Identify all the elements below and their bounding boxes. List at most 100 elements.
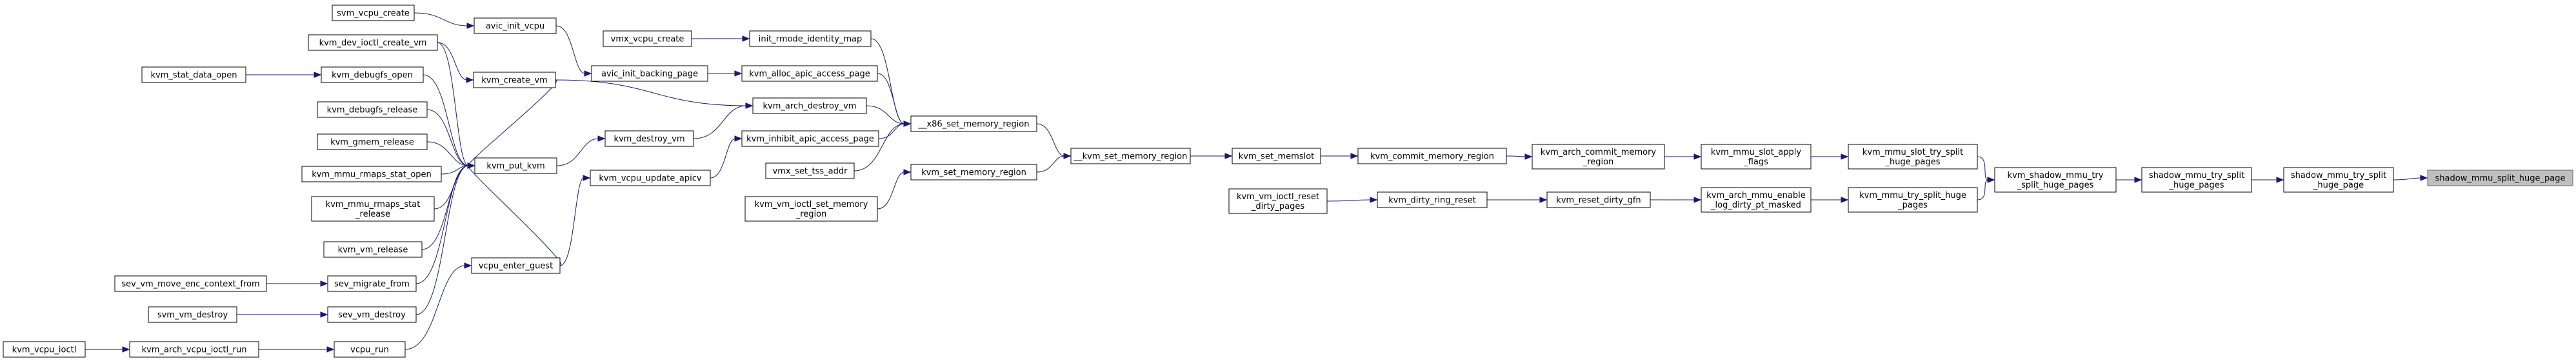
- node-kvm-gmem-release[interactable]: kvm_gmem_release: [317, 133, 428, 150]
- node-label: svm_vcpu_create: [337, 9, 410, 19]
- node-box: [910, 115, 1037, 132]
- node-kvm-stat-data-open[interactable]: kvm_stat_data_open: [141, 66, 246, 83]
- node-box: [474, 157, 557, 174]
- node-kvm-debugfs-release[interactable]: kvm_debugfs_release: [317, 101, 428, 118]
- node-box: [317, 133, 428, 150]
- edge-shadow-mmu-try-split-huge-pages-to-shadow-mmu-try-split-huge-page: [2252, 177, 2284, 183]
- node-shadow-mmu-try-split-huge-pages[interactable]: shadow_mmu_try_split_huge_pages: [2141, 167, 2252, 193]
- node-init-rmode-identity-map[interactable]: init_rmode_identity_map: [749, 30, 872, 47]
- node-kvm-mmu-try-split-huge-pages[interactable]: kvm_mmu_try_split_huge_pages: [1848, 187, 1978, 213]
- node-label: kvm_mmu_rmaps_stat_open: [312, 170, 432, 180]
- node-kvm-debugfs-open[interactable]: kvm_debugfs_open: [321, 66, 424, 83]
- node-label: __x86_set_memory_region: [917, 120, 1029, 130]
- node-label: avic_init_vcpu: [486, 22, 544, 32]
- node-sev-vm-move-enc-context-from[interactable]: sev_vm_move_enc_context_from: [114, 275, 267, 292]
- node-kvm-arch-destroy-vm[interactable]: kvm_arch_destroy_vm: [752, 97, 867, 114]
- node-box: [590, 170, 711, 186]
- node-label: vcpu_run: [350, 346, 389, 355]
- node-box: [334, 341, 406, 358]
- node-kvm-put-kvm[interactable]: kvm_put_kvm: [474, 157, 557, 174]
- node-box: [765, 162, 855, 179]
- node-kvm-vcpu-ioctl[interactable]: kvm_vcpu_ioctl: [3, 341, 86, 358]
- node-box: [1994, 167, 2117, 193]
- node-svm-vm-destroy[interactable]: svm_vm_destroy: [148, 306, 237, 323]
- node-kvm-alloc-apic-access-page[interactable]: kvm_alloc_apic_access_page: [741, 65, 878, 82]
- node-box: [473, 72, 556, 88]
- edge-kvm-vm-ioctl-set-memory-region-to-kvm-set-memory-region: [877, 169, 912, 210]
- node-sev-vm-destroy[interactable]: sev_vm_destroy: [327, 306, 417, 323]
- node-vcpu-run[interactable]: vcpu_run: [334, 341, 406, 358]
- node-svm-vcpu-create[interactable]: svm_vcpu_create: [332, 5, 415, 21]
- node-kvm-arch-commit-memory-region[interactable]: kvm_arch_commit_memory_region: [1532, 144, 1665, 170]
- node-kvm-create-vm[interactable]: kvm_create_vm: [473, 72, 556, 88]
- node-kvm-arch-vcpu-ioctl-run[interactable]: kvm_arch_vcpu_ioctl_run: [129, 341, 259, 358]
- node-label: kvm_dirty_ring_reset: [1388, 196, 1476, 206]
- node-box: [603, 30, 692, 47]
- node-avic-init-backing-page[interactable]: avic_init_backing_page: [591, 65, 708, 82]
- node-vmx-vcpu-create[interactable]: vmx_vcpu_create: [603, 30, 692, 47]
- node-avic-init-vcpu[interactable]: avic_init_vcpu: [474, 17, 557, 34]
- node-label: kvm_arch_commit_memory: [1541, 148, 1657, 157]
- node-kvm-reset-dirty-gfn[interactable]: kvm_reset_dirty_gfn: [1546, 191, 1651, 208]
- node-label: kvm_arch_vcpu_ioctl_run: [142, 346, 247, 355]
- node-vcpu-enter-guest[interactable]: vcpu_enter_guest: [471, 257, 561, 274]
- node-box: [749, 30, 872, 47]
- edge-vcpu-enter-guest-to-kvm-put-kvm: [467, 162, 562, 266]
- node-kvm-set-memslot[interactable]: kvm_set_memslot: [1232, 148, 1321, 164]
- node-kvm-commit-memory-region[interactable]: kvm_commit_memory_region: [1357, 148, 1507, 164]
- node-label: _region: [795, 210, 827, 219]
- node-label: sev_vm_destroy: [338, 311, 406, 320]
- node-kvm-set-memory-region[interactable]: kvm_set_memory_region: [910, 164, 1037, 180]
- node-box: [744, 196, 878, 222]
- node-kvm-mmu-rmaps-stat-release[interactable]: kvm_mmu_rmaps_stat_release: [311, 196, 435, 222]
- node-label: kvm_vm_ioctl_reset: [1237, 192, 1319, 202]
- node-kvm-mmu-rmaps-stat-open[interactable]: kvm_mmu_rmaps_stat_open: [301, 166, 442, 182]
- edge-kvm-mmu-try-split-huge-pages-to-kvm-shadow-mmu-try-split-huge-pages: [1977, 177, 1995, 200]
- node-kvm-vcpu-update-apicv[interactable]: kvm_vcpu_update_apicv: [590, 170, 711, 186]
- node-label: svm_vm_destroy: [157, 311, 228, 320]
- node-kvm-mmu-slot-try-split-huge-pages[interactable]: kvm_mmu_slot_try_split_huge_pages: [1848, 144, 1978, 170]
- node-label: kvm_commit_memory_region: [1370, 152, 1494, 162]
- node-box: [2427, 170, 2573, 186]
- edge-vcpu-run-to-vcpu-enter-guest: [404, 262, 472, 350]
- node-label: shadow_mmu_split_huge_page: [2435, 174, 2566, 184]
- node-label: init_rmode_identity_map: [759, 35, 863, 44]
- node-box: [323, 241, 423, 258]
- node-x86-set-memory-region[interactable]: __x86_set_memory_region: [910, 115, 1037, 132]
- node-sev-migrate-from[interactable]: sev_migrate_from: [327, 275, 417, 292]
- edge-kvm-mmu-slot-apply-flags-to-kvm-mmu-slot-try-split-huge-pages: [1811, 153, 1849, 160]
- node-kvm-set-memory-region2[interactable]: __kvm_set_memory_region: [1070, 148, 1191, 164]
- node-vmx-set-tss-addr[interactable]: vmx_set_tss_addr: [765, 162, 855, 179]
- node-label: _huge_pages: [1885, 157, 1941, 167]
- node-shadow-mmu-split-huge-page[interactable]: shadow_mmu_split_huge_page: [2427, 170, 2573, 186]
- edge-init-rmode-identity-map-to-x86-set-memory-region: [870, 38, 912, 127]
- node-kvm-mmu-slot-apply-flags[interactable]: kvm_mmu_slot_apply_flags: [1701, 144, 1812, 170]
- node-label: _dirty_pages: [1251, 202, 1304, 211]
- node-kvm-vm-release[interactable]: kvm_vm_release: [323, 241, 423, 258]
- node-label: kvm_arch_destroy_vm: [763, 102, 857, 112]
- node-kvm-dev-ioctl-create-vm[interactable]: kvm_dev_ioctl_create_vm: [308, 34, 438, 51]
- edge-svm-vcpu-create-to-avic-init-vcpu: [414, 12, 475, 29]
- node-label: avic_init_backing_page: [601, 70, 698, 79]
- node-kvm-destroy-vm[interactable]: kvm_destroy_vm: [604, 130, 694, 147]
- edge-kvm-destroy-vm-to-kvm-arch-destroy-vm: [693, 102, 754, 139]
- node-box: [129, 341, 259, 358]
- node-kvm-arch-mmu-enable-log-dirty-pt-masked[interactable]: kvm_arch_mmu_enable_log_dirty_pt_masked: [1701, 187, 1812, 213]
- edge-kvm-debugfs-open-to-kvm-put-kvm: [423, 74, 475, 169]
- node-label: kvm_set_memory_region: [921, 168, 1026, 178]
- node-kvm-inhibit-apic-access-page[interactable]: kvm_inhibit_apic_access_page: [741, 130, 879, 147]
- node-label: kvm_mmu_slot_apply: [1711, 148, 1801, 157]
- node-box: [604, 130, 694, 147]
- node-kvm-shadow-mmu-try-split-huge-pages[interactable]: kvm_shadow_mmu_try_split_huge_pages: [1994, 167, 2117, 193]
- node-shadow-mmu-try-split-huge-page[interactable]: shadow_mmu_try_split_huge_page: [2283, 167, 2394, 193]
- node-box: [2141, 167, 2252, 193]
- node-kvm-dirty-ring-reset[interactable]: kvm_dirty_ring_reset: [1377, 191, 1488, 208]
- node-label: kvm_inhibit_apic_access_page: [746, 135, 874, 144]
- edge-kvm-arch-commit-memory-region-to-kvm-mmu-slot-apply-flags: [1664, 153, 1702, 160]
- node-label: kvm_vm_ioctl_set_memory: [755, 200, 868, 210]
- node-box: [3, 341, 86, 358]
- node-kvm-vm-ioctl-set-memory-region[interactable]: kvm_vm_ioctl_set_memory_region: [744, 196, 878, 222]
- node-kvm-vm-ioctl-reset-dirty-pages[interactable]: kvm_vm_ioctl_reset_dirty_pages: [1228, 188, 1328, 214]
- node-label: kvm_vcpu_update_apicv: [599, 174, 701, 184]
